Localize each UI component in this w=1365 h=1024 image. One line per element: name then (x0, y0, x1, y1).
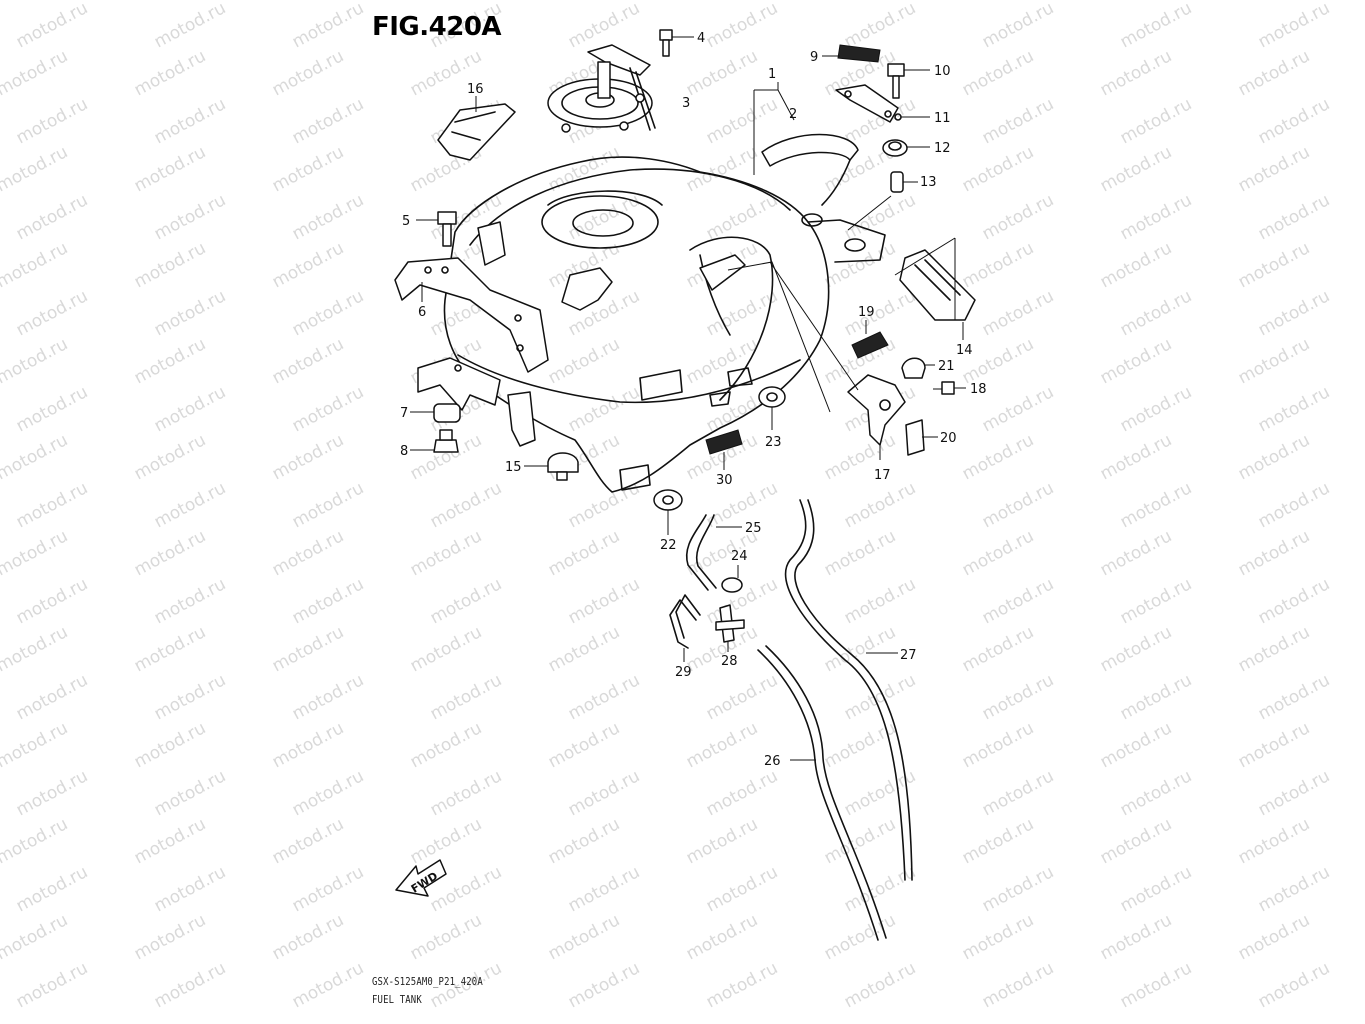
bolt-18 (933, 381, 966, 395)
callout-4: 4 (697, 31, 705, 46)
callout-28: 28 (721, 654, 738, 669)
fuel-cap (547, 44, 656, 133)
hose-29 (669, 594, 701, 662)
callout-21: 21 (938, 359, 955, 374)
hose-26 (757, 645, 887, 941)
figure-code: GSX-S125AM0_P21_420A (372, 976, 483, 988)
callout-20: 20 (940, 431, 957, 446)
strap-2 (753, 82, 859, 206)
callout-1: 1 (768, 67, 776, 82)
callout-29: 29 (675, 665, 692, 680)
callout-14: 14 (956, 343, 973, 358)
callout-3: 3 (682, 96, 690, 111)
callout-19: 19 (858, 305, 875, 320)
callout-10: 10 (934, 64, 951, 79)
callout-9: 9 (810, 50, 818, 65)
cushion-7 (410, 403, 461, 423)
fuel-tank (443, 156, 886, 493)
pad-9 (822, 44, 881, 63)
rubber-14 (894, 237, 976, 340)
pad-19 (851, 320, 889, 359)
callout-15: 15 (505, 460, 522, 475)
callout-2: 2 (789, 107, 797, 122)
strip-20 (905, 419, 938, 456)
callout-22: 22 (660, 538, 677, 553)
bracket-17 (769, 261, 906, 460)
callout-17: 17 (874, 468, 891, 483)
grommet-22 (653, 489, 683, 535)
callout-16: 16 (467, 82, 484, 97)
bracket-top-right (835, 84, 899, 123)
callout-24: 24 (731, 549, 748, 564)
bolt-10 (887, 63, 930, 99)
callout-18: 18 (970, 382, 987, 397)
callout-26: 26 (764, 754, 781, 769)
callout-27: 27 (900, 648, 917, 663)
rear-bracket (417, 357, 501, 411)
callout-11: 11 (934, 111, 951, 126)
callout-8: 8 (400, 444, 408, 459)
callout-12: 12 (934, 141, 951, 156)
fwd-arrow: FWD (395, 859, 447, 897)
callout-23: 23 (765, 435, 782, 450)
callout-25: 25 (745, 521, 762, 536)
bracket-6 (394, 257, 549, 373)
callout-13: 13 (920, 175, 937, 190)
cover-16 (437, 96, 516, 161)
grommet-12 (882, 139, 930, 157)
grommet-23 (758, 386, 786, 430)
figure-caption: FUEL TANK (372, 994, 422, 1006)
bolt-4 (659, 29, 694, 57)
callout-7: 7 (400, 406, 408, 421)
hose-27 (784, 499, 913, 881)
joint-28 (715, 604, 745, 652)
cushion-21 (901, 357, 935, 379)
washer-11 (894, 113, 930, 121)
collar-8 (410, 429, 459, 453)
clip-24 (721, 565, 743, 593)
callout-5: 5 (402, 214, 410, 229)
cushion-15 (524, 452, 579, 481)
callout-labels: 1 2 3 4 5 6 7 8 9 10 11 12 13 14 15 16 1… (400, 31, 987, 769)
hose-25 (685, 514, 742, 591)
bolt-5 (416, 211, 457, 247)
callout-6: 6 (418, 305, 426, 320)
figure-title: FIG.420A (372, 12, 502, 42)
pad-30 (705, 429, 743, 470)
collar-13 (847, 171, 918, 231)
callout-30: 30 (716, 473, 733, 488)
